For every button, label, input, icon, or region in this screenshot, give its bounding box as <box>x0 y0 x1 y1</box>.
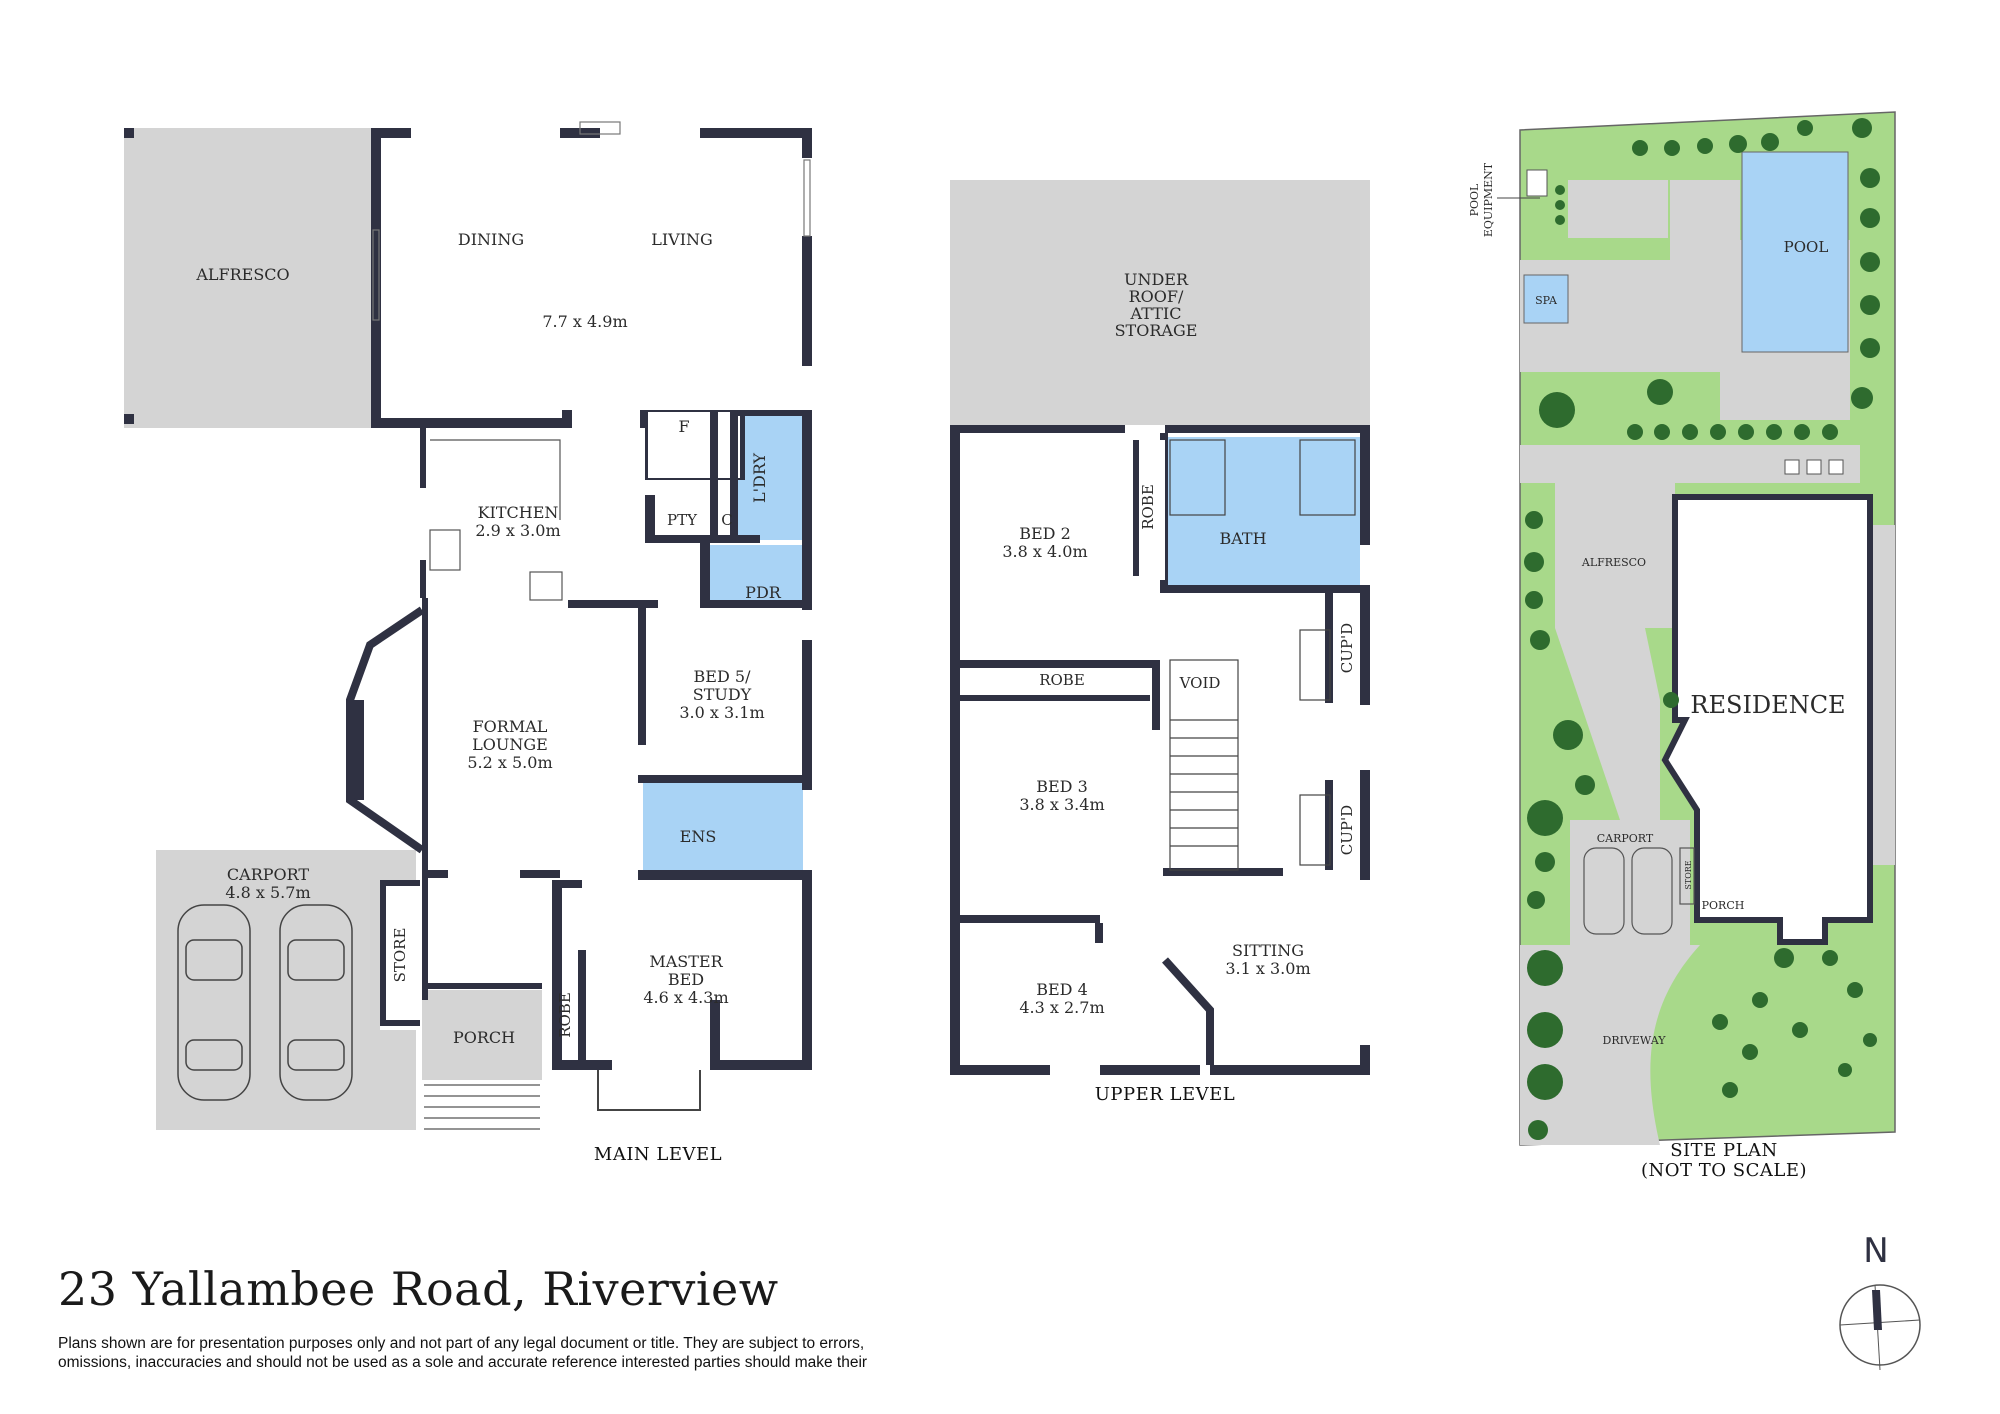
bed4-label: BED 4 <box>1036 980 1088 999</box>
pool-equipment-label-1: POOL <box>1468 183 1481 216</box>
attic-label-2: ROOF/ <box>1129 287 1184 306</box>
compass-north-label: N <box>1863 1231 1888 1271</box>
property-address-title: 23 Yallambee Road, Riverview <box>58 1262 779 1316</box>
cupd-label-1: CUP'D <box>1338 623 1356 673</box>
site-carport-label: CARPORT <box>1597 832 1654 845</box>
kitchen-size: 2.9 x 3.0m <box>475 521 560 540</box>
driveway-label: DRIVEWAY <box>1603 1034 1667 1047</box>
pool-label: POOL <box>1784 238 1829 256</box>
laundry-label: L'DRY <box>750 453 769 503</box>
cupboard-label: C <box>721 511 732 529</box>
void-label: VOID <box>1179 674 1221 692</box>
carport-area <box>156 850 416 1130</box>
upper-level-labels: UNDER ROOF/ ATTIC STORAGE BED 2 3.8 x 4.… <box>1002 270 1356 1105</box>
site-store-label: STORE <box>1684 860 1693 889</box>
formal-lounge-label-2: LOUNGE <box>472 735 548 754</box>
master-size: 4.6 x 4.3m <box>643 988 728 1007</box>
robe-label: ROBE <box>1039 671 1085 689</box>
sitting-size: 3.1 x 3.0m <box>1225 959 1310 978</box>
site-plan-labels: POOL EQUIPMENT POOL SPA ALFRESCO RESIDEN… <box>1468 162 1846 1181</box>
cupd-label-2: CUP'D <box>1338 805 1356 855</box>
attic-label-1: UNDER <box>1124 270 1189 289</box>
master-label-1: MASTER <box>649 952 723 971</box>
bed5-label-1: BED 5/ <box>694 667 752 686</box>
main-level-caption: MAIN LEVEL <box>594 1144 722 1165</box>
site-plan-caption-2: (NOT TO SCALE) <box>1641 1160 1807 1181</box>
bed2-size: 3.8 x 4.0m <box>1002 542 1087 561</box>
spa <box>1523 274 1569 324</box>
site-plan-caption-1: SITE PLAN <box>1670 1140 1778 1161</box>
spa-label: SPA <box>1535 294 1558 307</box>
carport-size: 4.8 x 5.7m <box>225 883 310 902</box>
fridge-label: F <box>678 417 689 436</box>
bed3-label: BED 3 <box>1036 777 1088 796</box>
robe-vertical-label: ROBE <box>1139 484 1157 530</box>
attic-label-4: STORAGE <box>1115 321 1198 340</box>
bath-label: BATH <box>1219 529 1266 548</box>
residence-label: RESIDENCE <box>1690 691 1845 719</box>
kitchen-label: KITCHEN <box>478 503 559 522</box>
store-label: STORE <box>391 928 409 983</box>
formal-lounge-size: 5.2 x 5.0m <box>467 753 552 772</box>
bed5-size: 3.0 x 3.1m <box>679 703 764 722</box>
powder-label: PDR <box>745 583 782 602</box>
site-porch-label: PORCH <box>1702 899 1745 912</box>
bed3-size: 3.8 x 3.4m <box>1019 795 1104 814</box>
upper-level-plan <box>950 180 1370 1075</box>
formal-lounge-label-1: FORMAL <box>473 717 548 736</box>
dining-living-size: 7.7 x 4.9m <box>542 312 627 331</box>
attic-label-3: ATTIC <box>1130 304 1182 323</box>
disclaimer-text: Plans shown are for presentation purpose… <box>58 1335 868 1371</box>
porch-label: PORCH <box>453 1028 515 1047</box>
main-level-plan <box>124 121 812 1130</box>
main-level-labels: ALFRESCO DINING LIVING 7.7 x 4.9m KITCHE… <box>195 230 781 1165</box>
bed2-label: BED 2 <box>1019 524 1071 543</box>
attic-storage-area <box>950 180 1370 425</box>
site-plan-drawing <box>1519 111 1896 1146</box>
bed4-size: 4.3 x 2.7m <box>1019 998 1104 1017</box>
upper-level-caption: UPPER LEVEL <box>1095 1084 1236 1105</box>
master-label-2: BED <box>668 970 704 989</box>
porch-area <box>422 990 542 1080</box>
pantry-label: PTY <box>667 511 698 529</box>
site-alfresco-label: ALFRESCO <box>1581 556 1646 569</box>
robe-label: ROBE <box>556 992 574 1038</box>
alfresco-area <box>124 128 371 428</box>
carport-label: CARPORT <box>227 865 309 884</box>
bed5-label-2: STUDY <box>693 685 752 704</box>
alfresco-label: ALFRESCO <box>195 265 289 284</box>
residence-building <box>1661 494 1873 945</box>
sitting-label: SITTING <box>1232 941 1304 960</box>
compass <box>1839 1284 1921 1371</box>
pool <box>1741 151 1849 353</box>
pool-equipment-label-2: EQUIPMENT <box>1482 162 1495 237</box>
ensuite-label: ENS <box>680 827 717 846</box>
dining-label: DINING <box>458 230 524 249</box>
living-label: LIVING <box>651 230 713 249</box>
